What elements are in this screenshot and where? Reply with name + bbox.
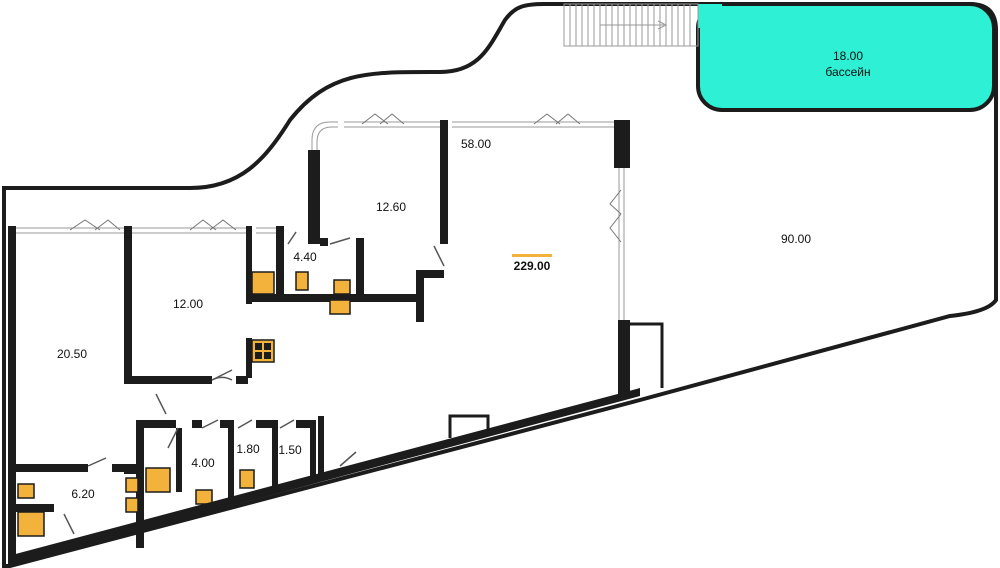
toilet-icon [295, 271, 309, 291]
wc-small-area-label: 4.40 [293, 250, 317, 264]
window-sashes [69, 113, 622, 243]
room-b-area-label: 12.00 [173, 297, 203, 311]
total-accent-bar [512, 254, 552, 257]
toilet-icon [239, 469, 255, 489]
niches [448, 322, 664, 438]
windows [16, 121, 625, 320]
sink-icon [329, 299, 351, 315]
sink-icon [125, 477, 139, 493]
bathtub-icon [17, 511, 45, 537]
sink-icon [333, 279, 351, 295]
fixtures [17, 271, 351, 537]
pool-name-label: бассейн [825, 65, 870, 79]
bathtub-icon [145, 467, 171, 493]
total-area-label: 229.00 [514, 259, 551, 273]
room-a-area-label: 12.60 [376, 200, 406, 214]
bath-b-area-label: 1.80 [236, 442, 260, 456]
sink-icon [125, 497, 139, 513]
bath-a-area-label: 4.00 [191, 456, 215, 470]
bath-d-area-label: 6.20 [71, 487, 95, 501]
sink-icon [17, 483, 35, 499]
stairs [563, 3, 699, 47]
living-area-label: 58.00 [461, 137, 491, 151]
pool [696, 2, 996, 112]
stove-icon [251, 339, 275, 363]
outer-south-wall [8, 388, 640, 566]
toilet-icon [195, 489, 213, 505]
walls [8, 120, 630, 566]
pool-area-label: 18.00 [833, 49, 863, 63]
bath-c-area-label: 1.50 [278, 443, 302, 457]
sink-icon [251, 271, 275, 295]
room-c-area-label: 20.50 [57, 347, 87, 361]
doors [63, 231, 445, 535]
terrace-area-label: 90.00 [781, 232, 811, 246]
